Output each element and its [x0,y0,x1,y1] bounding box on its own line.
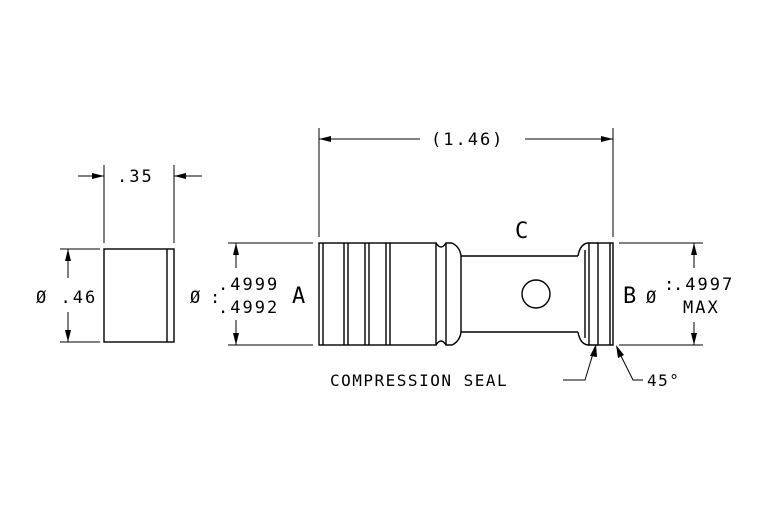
diameter-a-lower: .4992 [218,298,279,318]
diameter-a-upper: .4999 [218,275,279,295]
angle-leader [616,345,643,381]
compression-seal-leader [563,344,597,381]
diameter-b-symbol: Ø [646,288,658,308]
diameter-b-dimension [619,242,703,346]
diameter-a-symbol: Ø [190,288,202,308]
sleeve-diameter-label: Ø .46 [36,288,97,308]
angle-label: 45° [647,371,680,390]
overall-length-dimension [318,128,614,237]
width-dimension-label: .35 [117,167,154,187]
overall-length-label: (1.46) [431,130,504,150]
sleeve-part [103,248,175,343]
label-a: A [292,284,305,309]
pin-body [318,242,614,346]
diameter-b-value: .4997 [673,275,734,295]
diameter-a-dimension [228,242,313,346]
label-c: C [515,219,528,244]
diameter-b-max: MAX [683,298,720,318]
sleeve-diameter-dimension [60,248,100,343]
compression-seal-label: COMPRESSION SEAL [330,371,508,390]
width-dimension [78,165,202,243]
label-b: B [623,284,636,309]
diameter-b-colon: : [664,275,676,295]
diameter-a-colon: : [210,288,222,308]
